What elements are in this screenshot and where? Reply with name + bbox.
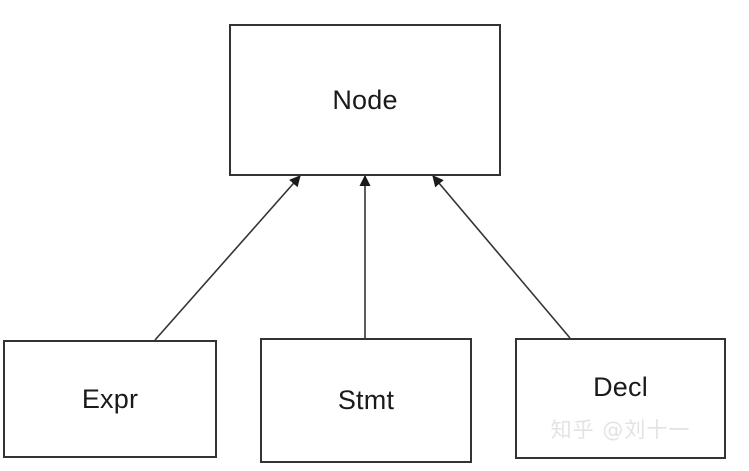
node-box-node: Node xyxy=(229,24,501,176)
node-label-decl: Decl xyxy=(593,372,648,402)
edge-expr-to-node xyxy=(154,175,301,341)
watermark-text: 知乎 @刘十一 xyxy=(550,418,691,442)
node-label-expr: Expr xyxy=(81,383,139,414)
node-box-expr: Expr xyxy=(3,340,217,458)
node-box-stmt: Stmt xyxy=(260,338,472,463)
node-label-node: Node xyxy=(332,84,398,115)
node-label-stmt: Stmt xyxy=(337,385,395,415)
node-box-decl: Decl 知乎 @刘十一 xyxy=(515,338,726,459)
edge-decl-to-node xyxy=(432,175,571,339)
